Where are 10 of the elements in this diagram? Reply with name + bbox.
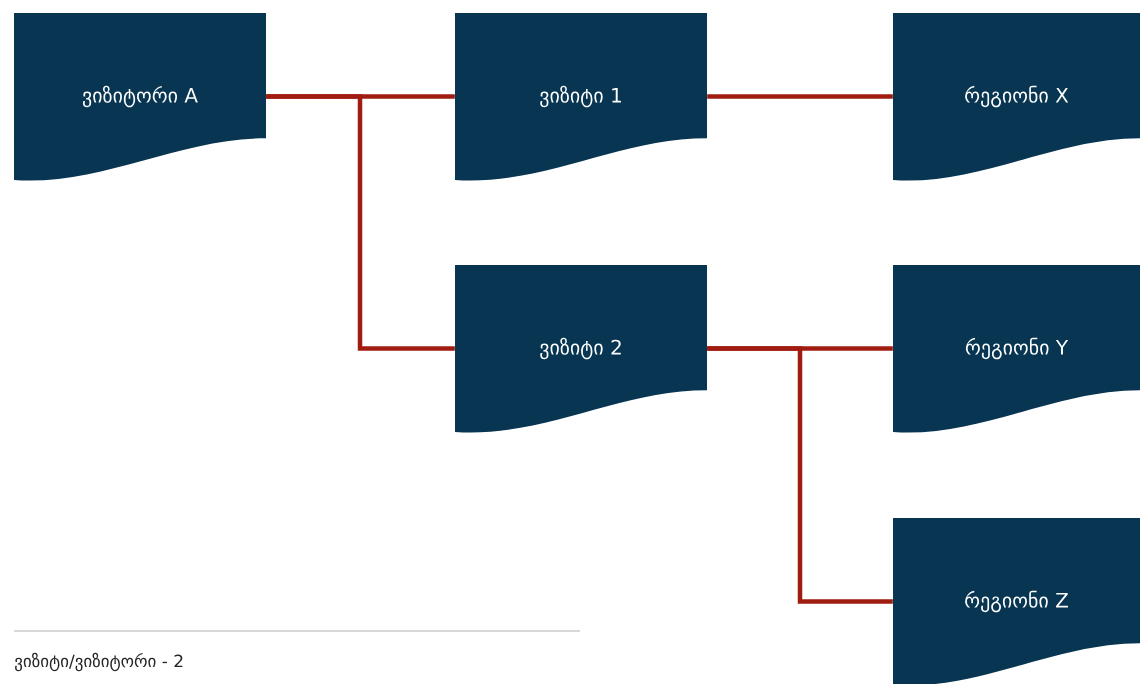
document-box: ვიზიტი 1 — [455, 13, 707, 181]
document-box: ვიზიტი 2 — [455, 265, 707, 433]
document-box: ვიზიტორი A — [14, 13, 266, 181]
connector-line — [707, 346, 893, 604]
connector-line — [266, 94, 455, 351]
connector-line — [707, 94, 893, 99]
document-box: რეგიონი Z — [893, 518, 1140, 684]
document-box: რეგიონი Y — [893, 265, 1140, 433]
footnote-text: ვიზიტი/ვიზიტორი - 2 — [15, 652, 183, 672]
document-box: რეგიონი X — [893, 13, 1140, 181]
